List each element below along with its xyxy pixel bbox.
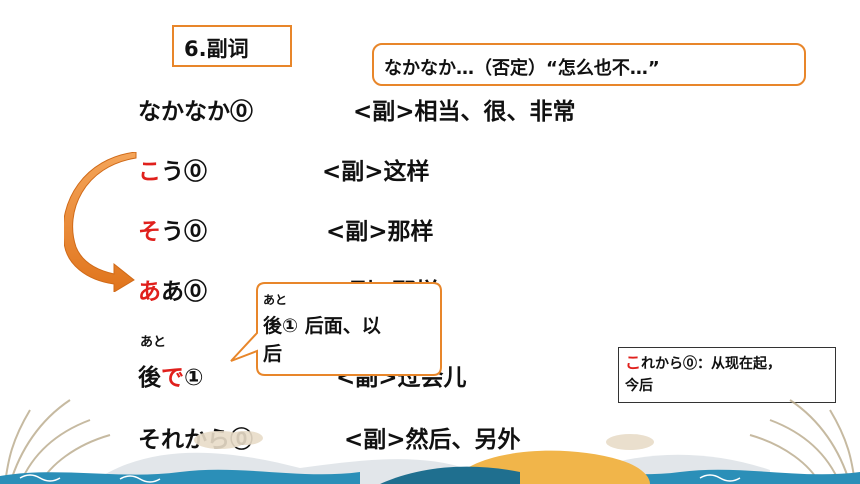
- top-callout-text: なかなか…（否定）“怎么也不…”: [384, 58, 660, 79]
- word-nakanaka: なかなか⓪: [138, 99, 253, 125]
- vocab-row-5: 後で①: [138, 358, 203, 392]
- section-title-box: 6.副词: [172, 25, 292, 67]
- word-ato-red: で: [161, 365, 184, 391]
- word-sou-red: そ: [138, 219, 161, 245]
- top-callout: なかなか…（否定）“怎么也不…”: [372, 43, 806, 86]
- middle-callout: あと 後① 后面、以 后: [229, 281, 443, 377]
- meaning-3: <副>那样: [326, 219, 434, 245]
- section-title: 6.副词: [184, 37, 249, 61]
- curved-arrow-icon: [64, 152, 137, 292]
- middle-callout-line1: 後① 后面、以: [263, 315, 381, 337]
- word-kou-rest: う⓪: [161, 159, 207, 185]
- vocab-row-4: ああ⓪: [138, 272, 207, 306]
- middle-callout-ruby: あと: [263, 293, 288, 307]
- side-note-box: これから⓪：从现在起， 今后: [618, 347, 836, 403]
- meaning-1: <副>相当、很、非常: [353, 99, 576, 125]
- word-ato-tail: ①: [184, 365, 204, 391]
- ruby-ato: あと: [140, 335, 167, 350]
- side-note-text: れから⓪：从现在起，: [641, 356, 782, 372]
- meaning-2: <副>这样: [322, 159, 430, 185]
- word-sou-rest: う⓪: [161, 219, 207, 245]
- decorative-landscape-icon: [0, 399, 860, 484]
- word-kou-red: こ: [138, 159, 161, 185]
- middle-callout-line2: 后: [263, 343, 283, 365]
- side-note-line2: 今后: [625, 378, 653, 394]
- word-aa-red: あ: [138, 279, 161, 305]
- word-ato-kanji: 後: [138, 365, 161, 391]
- word-aa-rest: あ⓪: [161, 279, 207, 305]
- side-note-red: こ: [625, 353, 642, 372]
- vocab-row-3: そう⓪: [138, 212, 207, 246]
- vocab-row-1: なかなか⓪: [138, 92, 253, 126]
- meaning-6: <副>然后、另外: [344, 427, 521, 453]
- vocab-row-2: こう⓪: [138, 152, 207, 186]
